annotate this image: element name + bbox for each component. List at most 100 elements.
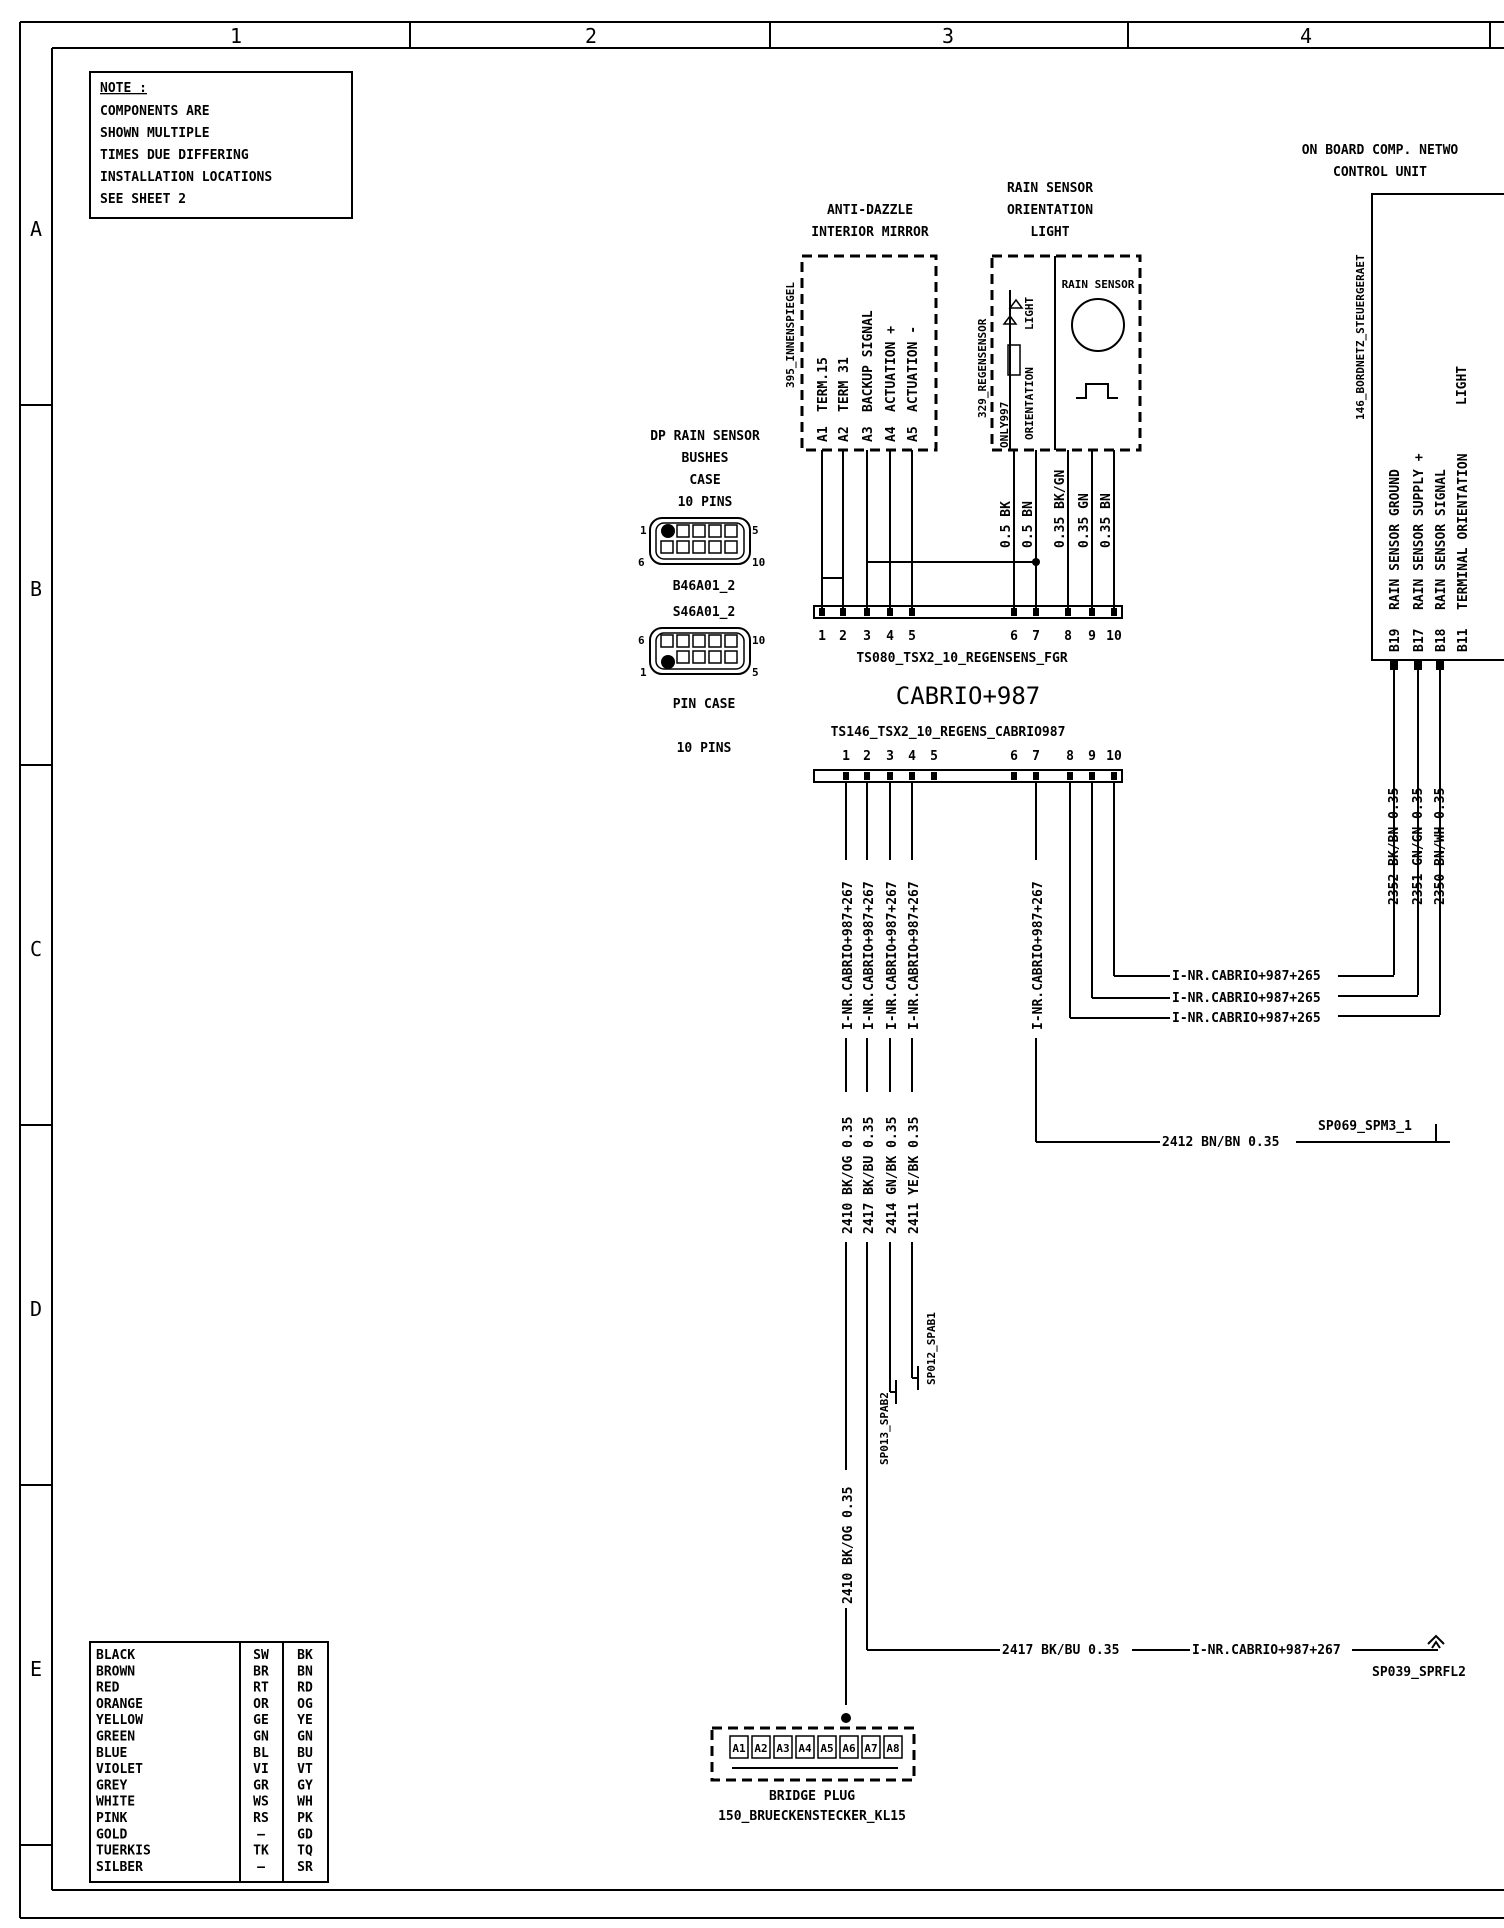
color-name: YELLOW	[96, 1713, 143, 1728]
wire-2412-label: 2412 BN/BN 0.35	[1162, 1135, 1279, 1150]
ground-spm3-label: SP069_SPM3_1	[1318, 1119, 1412, 1134]
color-code-de: SW	[253, 1648, 269, 1663]
row-d-label: D	[30, 1297, 42, 1321]
color-name: GREEN	[96, 1730, 135, 1745]
pins-id: S46A01_2	[673, 605, 736, 620]
lower-connector-pin: 4	[908, 749, 916, 764]
lower-connector-pin: 1	[842, 749, 850, 764]
color-name: PINK	[96, 1811, 127, 1826]
bridge-pin: A6	[842, 1742, 856, 1755]
color-code-en: OG	[297, 1697, 313, 1712]
color-code-en: BN	[297, 1664, 313, 1679]
upper-connector-pin: 9	[1088, 629, 1096, 644]
mirror-title: INTERIOR MIRROR	[811, 225, 929, 240]
only997-label: ONLY997	[998, 402, 1011, 448]
color-code-en: BK	[297, 1648, 313, 1663]
wire-label: 0.35 GN	[1077, 493, 1092, 548]
color-code-en: WH	[297, 1795, 313, 1810]
legend-title: 10 PINS	[678, 495, 733, 510]
color-name: TUERKIS	[96, 1844, 151, 1859]
upper-connector-pin: 10	[1106, 629, 1122, 644]
splice-b2-label: SP013_SPAB2	[878, 1392, 891, 1465]
mirror-pin-label: BACKUP SIGNAL	[861, 310, 876, 412]
color-code-de: RT	[253, 1681, 269, 1696]
rain-sensor-title: LIGHT	[1030, 225, 1069, 240]
lower-connector-pin: 7	[1032, 749, 1040, 764]
color-code-en: TQ	[297, 1844, 313, 1859]
control-unit-pin: B11	[1456, 628, 1471, 652]
note-line: COMPONENTS ARE	[100, 104, 210, 119]
inr-horizontal-label: I-NR.CABRIO+987+265	[1172, 991, 1321, 1006]
bridge-pin: A3	[776, 1742, 789, 1755]
color-code-en: VT	[297, 1762, 313, 1777]
color-code-de: TK	[253, 1844, 269, 1859]
control-unit-title: ON BOARD COMP. NETWO	[1302, 143, 1459, 158]
color-code-en: SR	[297, 1860, 313, 1875]
mirror-pin-label: TERM.15	[816, 357, 831, 412]
control-unit: ON BOARD COMP. NETWO CONTROL UNIT 146_BO…	[1302, 143, 1504, 1015]
bridge-plug-title: BRIDGE PLUG	[769, 1789, 855, 1804]
control-unit-pin-label: RAIN SENSOR SUPPLY +	[1412, 453, 1427, 610]
color-name: WHITE	[96, 1795, 135, 1810]
color-code-en: GN	[297, 1730, 313, 1745]
color-code-de: —	[257, 1860, 265, 1875]
legend-title: BUSHES	[682, 451, 729, 466]
legend-title: CASE	[689, 473, 720, 488]
connector-legend: DP RAIN SENSOR BUSHES CASE 10 PINS 1 5 6…	[638, 429, 765, 756]
splice-fl2-label: SP039_SPRFL2	[1372, 1665, 1466, 1680]
bridge-pin: A8	[886, 1742, 899, 1755]
mirror-title: ANTI-DAZZLE	[827, 203, 913, 218]
control-unit-pin-label: RAIN SENSOR GROUND	[1388, 469, 1403, 610]
wire-label: 0.5 BK	[999, 501, 1014, 548]
color-name: SILBER	[96, 1860, 143, 1875]
rain-sensor-title: ORIENTATION	[1007, 203, 1093, 218]
note-title: NOTE :	[100, 81, 147, 96]
inr-label: I-NR.CABRIO+987+267	[885, 881, 900, 1030]
inr-bottom-label: I-NR.CABRIO+987+267	[1192, 1643, 1341, 1658]
color-name: GOLD	[96, 1827, 127, 1842]
note-line: TIMES DUE DIFFERING	[100, 148, 249, 163]
pin-1-label: 1	[640, 666, 647, 679]
light-label: LIGHT	[1023, 297, 1036, 330]
wire-2410-lower-label: 2410 BK/OG 0.35	[841, 1487, 856, 1604]
lower-wiring: I-NR.CABRIO+987+267 I-NR.CABRIO+987+267 …	[838, 782, 1466, 1723]
control-unit-id: 146_BORDNETZ_STEUERGERAET	[1354, 254, 1367, 420]
color-code-de: GN	[253, 1730, 269, 1745]
upper-connector-pin: 3	[863, 629, 871, 644]
color-code-de: RS	[253, 1811, 269, 1826]
color-code-en: GY	[297, 1778, 313, 1793]
color-code-en: PK	[297, 1811, 313, 1826]
wire-label: 2417 BK/BU 0.35	[862, 1117, 877, 1234]
wire-label: 0.35 BN	[1099, 493, 1114, 548]
note-line: SHOWN MULTIPLE	[100, 126, 210, 141]
mirror-pin: A4	[884, 426, 899, 442]
bushes-id: B46A01_2	[673, 579, 736, 594]
control-unit-pin-label: TERMINAL ORIENTATION	[1456, 453, 1471, 610]
bridge-plug-id: 150_BRUECKENSTECKER_KL15	[718, 1809, 906, 1824]
color-name: RED	[96, 1681, 120, 1696]
splice-fl2-icon	[1427, 1634, 1445, 1649]
pin-6-label: 6	[638, 634, 645, 647]
orientation-light-icon	[1007, 344, 1021, 376]
inr-label: I-NR.CABRIO+987+267	[862, 881, 877, 1030]
mirror-pin: A3	[861, 426, 876, 442]
pin-5-label: 5	[752, 524, 759, 537]
lower-connector-pin: 9	[1088, 749, 1096, 764]
pin-case-pins: 10 PINS	[677, 741, 732, 756]
control-unit-title: CONTROL UNIT	[1333, 165, 1427, 180]
control-unit-pin-label: RAIN SENSOR SIGNAL	[1434, 469, 1449, 610]
light-label: LIGHT	[1455, 366, 1470, 405]
wire-label: 2414 GN/BK 0.35	[885, 1117, 900, 1234]
mirror-pin-label: ACTUATION +	[884, 326, 899, 412]
wire-label: 2411 YE/BK 0.35	[907, 1117, 922, 1234]
splice-icon	[912, 1366, 919, 1390]
anti-dazzle-mirror: ANTI-DAZZLE INTERIOR MIRROR 395_INNENSPI…	[784, 203, 938, 452]
inr-label: I-NR.CABRIO+987+267	[1031, 881, 1046, 1030]
wire-label: 0.5 BN	[1021, 501, 1036, 548]
variant-label: CABRIO+987	[896, 682, 1041, 710]
upper-connector-pin: 8	[1064, 629, 1072, 644]
color-code-en: BU	[297, 1746, 313, 1761]
bridge-pin: A1	[732, 1742, 746, 1755]
lower-connector-pin: 2	[863, 749, 871, 764]
